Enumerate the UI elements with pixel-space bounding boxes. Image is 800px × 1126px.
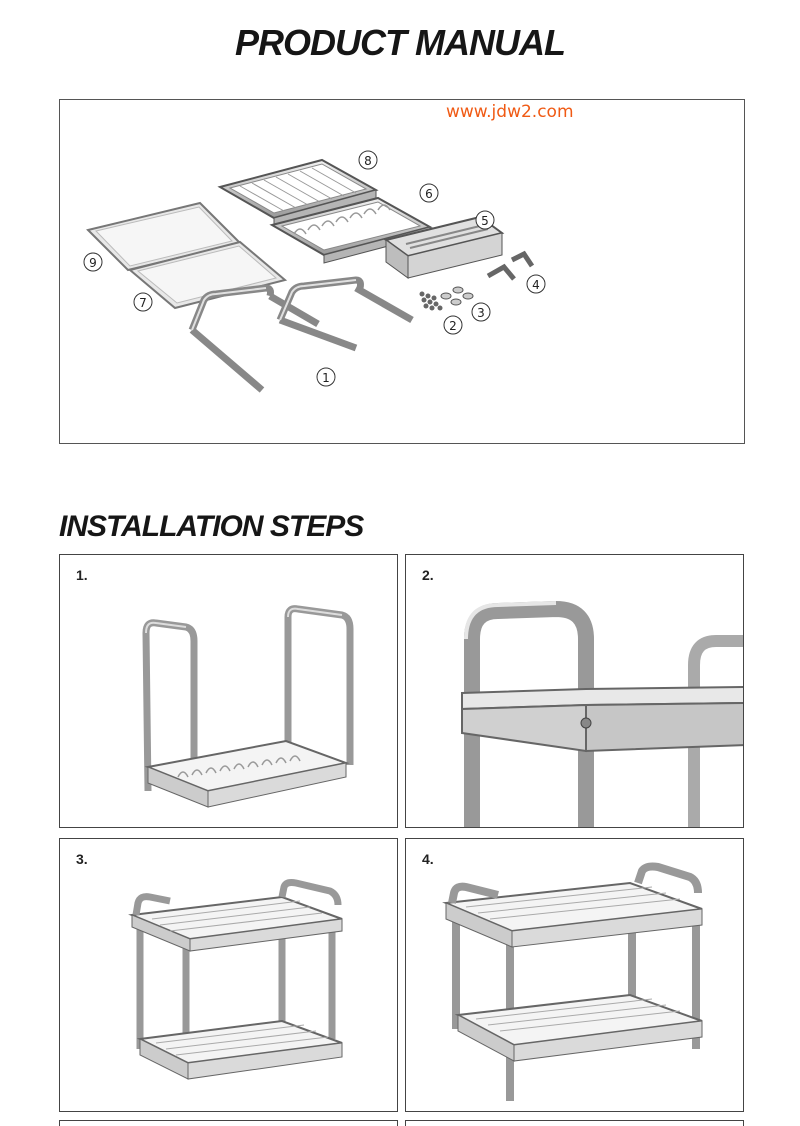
- part-7-panel: [127, 240, 288, 310]
- part-4-brackets: [486, 250, 535, 281]
- step-5-panel-partial: [59, 1120, 398, 1126]
- part-1-frames-highlight: [191, 279, 357, 331]
- callout-8: 8: [364, 154, 372, 168]
- callout-1: 1: [322, 371, 330, 385]
- parts-diagram: 1 2 3 4 5 6 7 8 9: [59, 99, 745, 444]
- step-number: 1.: [76, 567, 88, 583]
- section-title: INSTALLATION STEPS: [59, 510, 364, 543]
- step-2-illustration: [461, 601, 743, 827]
- callout-2: 2: [449, 319, 457, 333]
- step-number: 2.: [422, 567, 434, 583]
- step-2-panel: 2.: [405, 554, 744, 828]
- step-1-panel: 1.: [59, 554, 398, 828]
- step-4-panel: 4.: [405, 838, 744, 1112]
- part-2-screws: [419, 291, 443, 311]
- step-3-illustration: [128, 879, 343, 1080]
- step-4-illustration: [442, 862, 703, 1101]
- callout-4: 4: [532, 278, 540, 292]
- step-3-panel: 3.: [59, 838, 398, 1112]
- callout-3: 3: [477, 306, 485, 320]
- part-callouts: 1 2 3 4 5 6 7 8 9: [83, 150, 546, 387]
- step-number: 4.: [422, 851, 434, 867]
- callout-9: 9: [89, 256, 97, 270]
- callout-5: 5: [481, 214, 489, 228]
- part-8-tray: [217, 158, 379, 227]
- part-1-frames: [188, 276, 414, 393]
- step-1-illustration: [142, 605, 354, 808]
- parts-illustration: 1 2 3 4 5 6 7 8 9: [83, 150, 546, 393]
- watermark-url: www.jdw2.com: [446, 102, 574, 122]
- part-9-panel: [86, 201, 242, 272]
- page-title: PRODUCT MANUAL: [235, 22, 566, 63]
- part-5-drip-tray: [383, 215, 505, 279]
- callout-7: 7: [139, 296, 147, 310]
- step-number: 3.: [76, 851, 88, 867]
- callout-6: 6: [425, 187, 433, 201]
- part-3-feet: [440, 286, 474, 306]
- step-6-panel-partial: [405, 1120, 744, 1126]
